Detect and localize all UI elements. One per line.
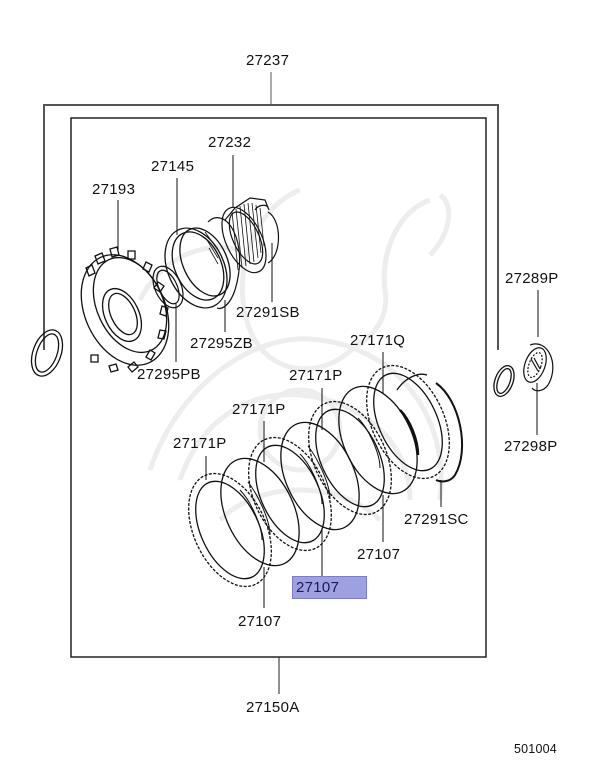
callout-27298P[interactable]: 27298P [504, 438, 558, 455]
callout-27171P-a[interactable]: 27171P [289, 367, 343, 384]
bracket-27237 [43, 72, 499, 350]
callout-27291SC[interactable]: 27291SC [404, 511, 469, 528]
snap-ring-27291SC [396, 373, 463, 507]
o-ring-right [493, 365, 515, 397]
diagram-reference-code: 501004 [514, 742, 557, 756]
callout-27237[interactable]: 27237 [246, 52, 290, 69]
one-way-clutch-27232 [204, 155, 270, 274]
clutch-disc-27107-a [338, 385, 418, 542]
callout-27150A[interactable]: 27150A [246, 699, 300, 716]
callout-27193[interactable]: 27193 [92, 181, 136, 198]
callout-27145[interactable]: 27145 [151, 158, 195, 175]
callout-27107-selected[interactable]: 27107 [292, 576, 367, 599]
bearing-assembly-27298P [523, 290, 554, 435]
friction-plate-27171P-a [308, 388, 392, 516]
drum-27193 [80, 200, 170, 373]
callout-27232[interactable]: 27232 [208, 134, 252, 151]
callout-27107-b[interactable]: 27107 [238, 613, 282, 630]
callout-27291SB[interactable]: 27291SB [236, 304, 300, 321]
callout-27295PB[interactable]: 27295PB [137, 366, 201, 383]
pressure-plate-27171Q [366, 352, 450, 480]
snap-ring-27291SB [254, 204, 279, 302]
assembly-box-27150A [70, 117, 487, 694]
callout-27171P-c[interactable]: 27171P [173, 435, 227, 452]
callout-27295ZB[interactable]: 27295ZB [190, 335, 253, 352]
callout-27171Q[interactable]: 27171Q [350, 332, 406, 349]
callout-27171P-b[interactable]: 27171P [232, 401, 286, 418]
clutch-pack [188, 352, 463, 608]
callout-27107-a[interactable]: 27107 [357, 546, 401, 563]
clutch-disc-27107-b [220, 457, 300, 608]
o-ring-left [30, 329, 64, 377]
callout-27289P[interactable]: 27289P [505, 270, 559, 287]
hub-27145 [164, 178, 231, 309]
